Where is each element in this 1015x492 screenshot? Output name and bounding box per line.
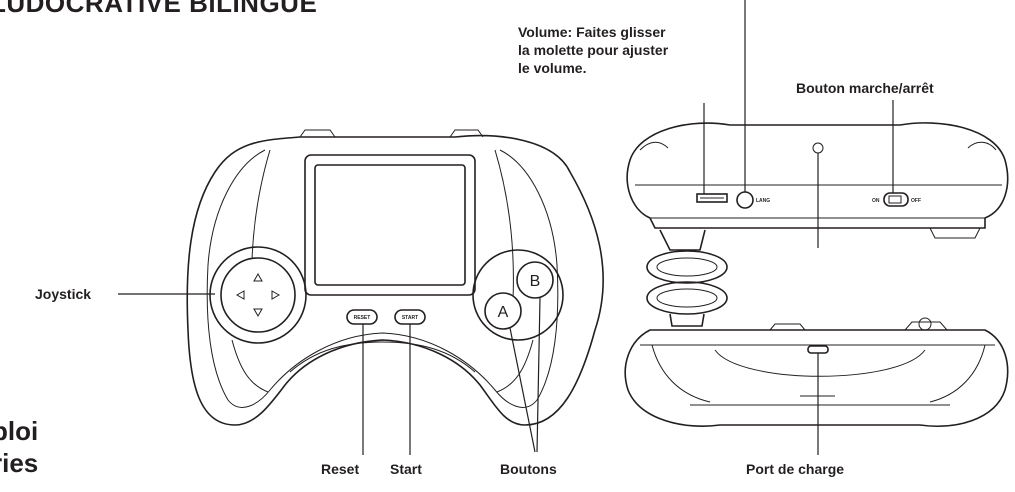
volume-label-line-3: le volume. (518, 60, 587, 76)
front-view-controller: A B RESET START (186, 129, 604, 426)
controller-outer-body (186, 134, 604, 426)
bottom-edge-inner-arc (714, 349, 926, 377)
stand-rings (646, 229, 728, 327)
stand-ring-lower (646, 281, 728, 315)
reset-button[interactable] (346, 309, 378, 325)
start-label: Start (390, 461, 422, 477)
reset-label: Reset (321, 461, 360, 477)
power-switch-knob (888, 195, 902, 204)
joystick[interactable] (220, 257, 296, 333)
controller-lower-arc (289, 341, 476, 373)
charge-port-label: Port de charge (746, 461, 845, 477)
joystick-left-arrow (235, 290, 245, 300)
volume-label: Volume: Faites glisser la molette pour a… (518, 23, 668, 77)
face-buttons-outer-ring (472, 249, 564, 341)
section-heading: LUDOCRATIVE BILINGUE (0, 0, 318, 18)
left-shoulder (299, 129, 336, 138)
side-heading-line-1: ploi (0, 416, 39, 446)
joystick-down-arrow (253, 308, 263, 318)
joystick-label: Joystick (35, 286, 92, 302)
joystick-up-arrow (253, 272, 263, 282)
top-edge-body (626, 122, 1009, 229)
bottom-edge-body (624, 329, 1009, 428)
bottom-edge-left-side (651, 344, 711, 403)
button-b-letter: B (530, 273, 541, 290)
top-edge-right-clip (929, 227, 981, 239)
bottom-left-bump (769, 323, 806, 331)
reset-button-text: RESET (354, 315, 371, 321)
button-b-leader-line (536, 297, 541, 453)
stand-ring-upper-inner (656, 257, 718, 277)
screen (314, 164, 466, 286)
joystick-outer-ring (209, 246, 307, 344)
side-heading: ploi ries (0, 415, 38, 479)
stand-ring-upper (646, 250, 728, 284)
button-a-letter: A (498, 304, 509, 321)
right-shoulder (449, 129, 484, 138)
volume-label-line-2: la molette pour ajuster (518, 42, 669, 58)
button-a[interactable] (484, 292, 522, 330)
right-grip-line (494, 149, 514, 301)
power-button-label: Bouton marche/arrêt (796, 80, 934, 96)
button-a-leader-line (509, 327, 536, 453)
buttons-label: Boutons (500, 461, 557, 477)
top-edge-left-wing (639, 141, 669, 151)
side-heading-line-2: ries (0, 448, 39, 478)
stand-neck-bottom (669, 313, 705, 327)
lang-button-text: LANG (756, 198, 770, 204)
bottom-edge-right-side (929, 344, 986, 403)
stand-ring-lower-inner (656, 288, 718, 308)
start-button-text: START (402, 315, 418, 321)
volume-label-line-1: Volume: Faites glisser (518, 24, 666, 40)
button-b[interactable] (516, 261, 554, 299)
left-lower-line (231, 339, 269, 393)
switch-on-text: ON (872, 198, 880, 204)
bottom-edge-view (624, 317, 1009, 428)
screen-bezel (304, 154, 476, 296)
lang-button[interactable] (736, 191, 754, 209)
switch-off-text: OFF (911, 198, 921, 204)
bottom-right-dial (918, 317, 932, 331)
center-indicator (812, 142, 824, 154)
top-edge-view: LANG ON OFF (626, 122, 1009, 239)
bottom-right-bump (904, 321, 948, 331)
charge-port (807, 345, 829, 354)
right-lower-line (496, 339, 534, 393)
top-edge-right-wing (967, 141, 997, 151)
power-switch[interactable] (883, 192, 909, 207)
stand-neck-top (659, 229, 706, 251)
joystick-right-arrow (271, 290, 281, 300)
controller-inner-contour (206, 149, 559, 408)
